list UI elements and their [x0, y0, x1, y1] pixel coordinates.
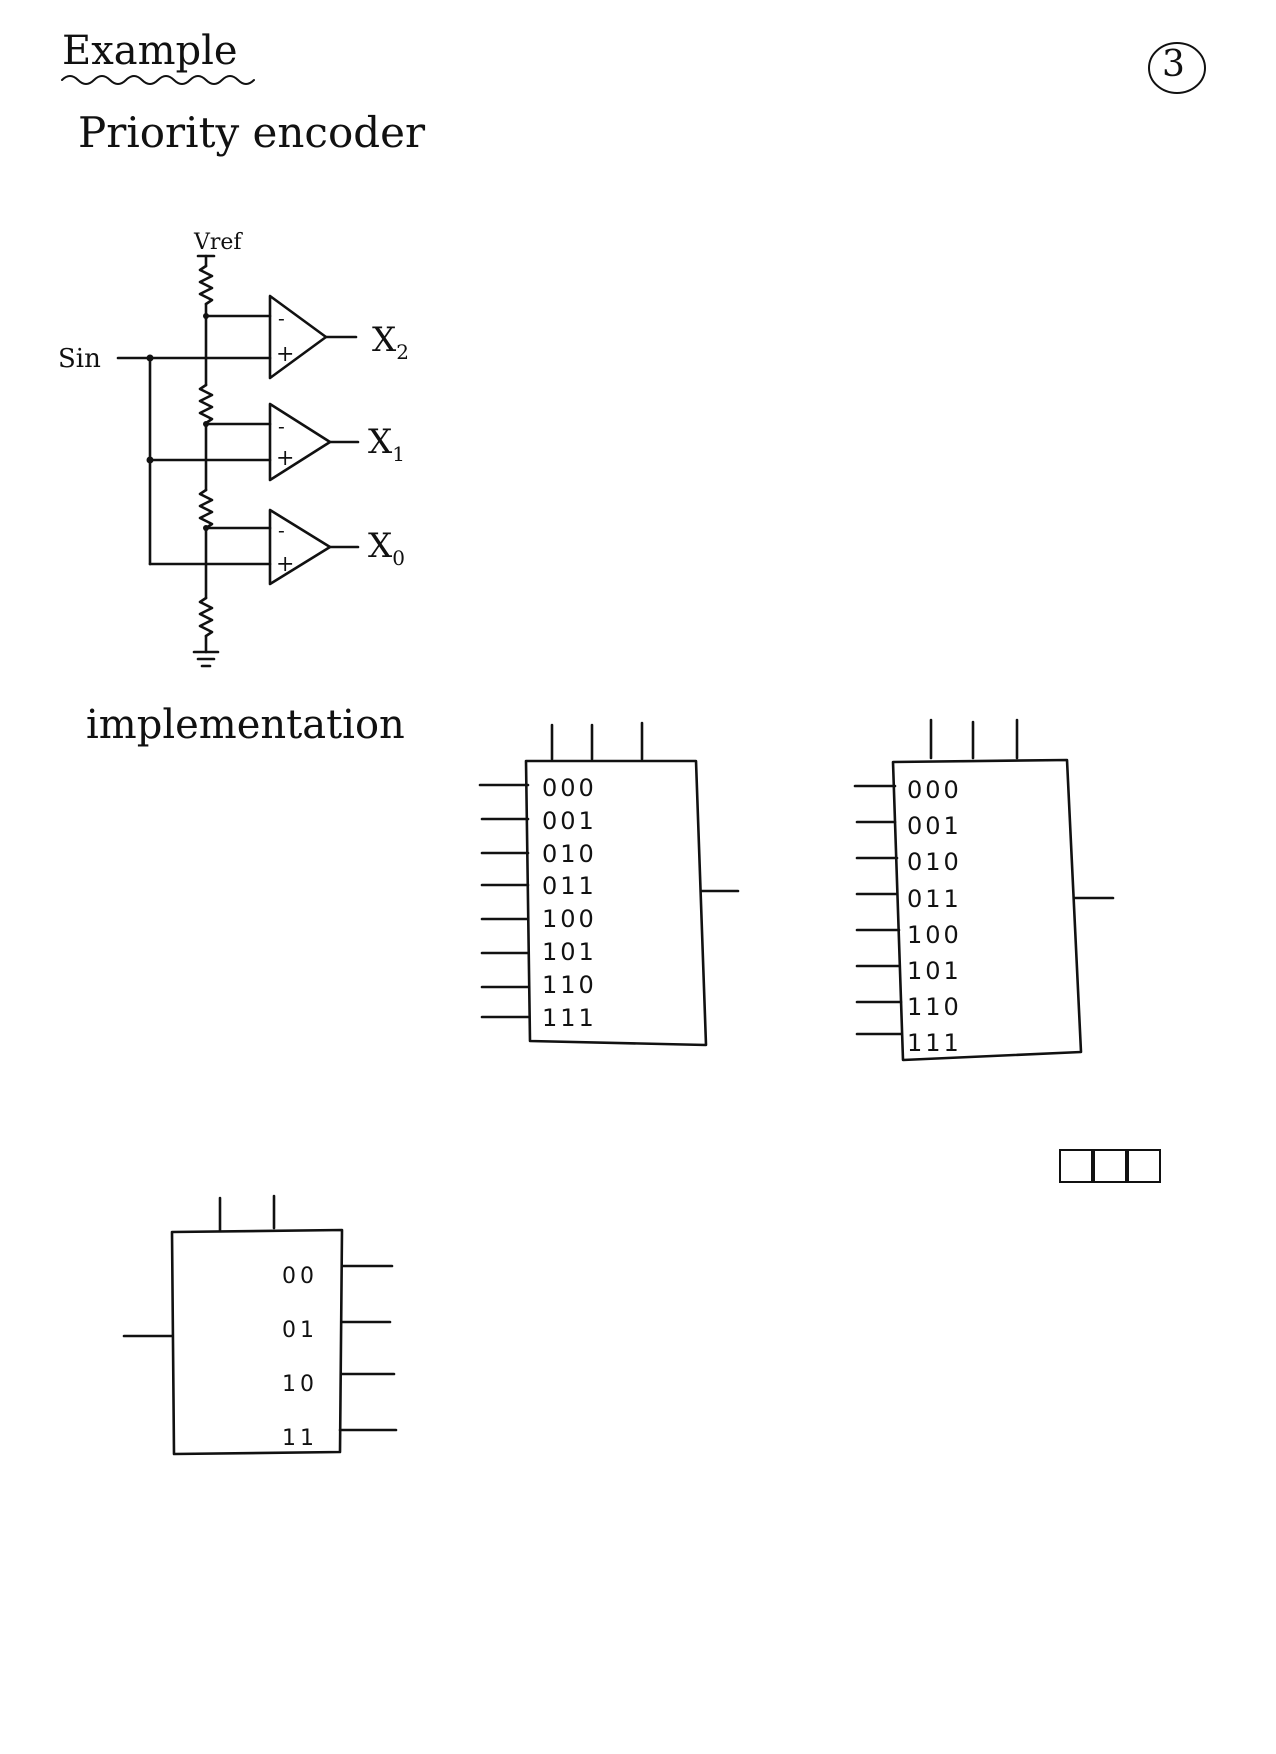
mux-b-code: 010 — [907, 848, 962, 877]
mux-b-codes: 000 001 010 011 100 101 110 111 — [907, 772, 962, 1062]
output-label-x0: X0 — [368, 526, 405, 570]
resistor-4 — [198, 596, 214, 638]
decoder-code: 01 — [282, 1318, 318, 1343]
heading-squiggle-underline — [61, 75, 255, 85]
decoder-code: 11 — [282, 1426, 318, 1451]
comparator-plus-1: + — [276, 446, 295, 471]
ground-symbol — [192, 650, 220, 668]
output-label-x2: X2 — [372, 320, 409, 364]
mux-a-code: 100 — [542, 905, 597, 934]
mux-b-code: 111 — [907, 1029, 962, 1058]
page-number: 3 — [1162, 44, 1185, 85]
page-title: Priority encoder — [78, 108, 426, 157]
mux-b-code: 001 — [907, 812, 962, 841]
implementation-label: implementation — [86, 702, 405, 748]
mux-a-code: 011 — [542, 872, 597, 901]
mux-b-code: 101 — [907, 957, 962, 986]
decoder-code: 00 — [282, 1264, 318, 1289]
mux-b-code: 000 — [907, 776, 962, 804]
mux-a-code: 001 — [542, 806, 597, 835]
comparator-minus-2: - — [278, 306, 285, 330]
mux-a-block — [478, 721, 740, 1047]
resistor-2 — [198, 383, 214, 425]
mux-b-block — [853, 718, 1115, 1062]
mux-a-code: 010 — [542, 839, 597, 868]
resistor-3 — [198, 488, 214, 530]
output-label-x1: X1 — [368, 422, 405, 466]
example-heading: Example — [62, 28, 238, 74]
page-number-circle — [1148, 42, 1206, 94]
vref-label: Vref — [194, 230, 242, 255]
mux-b-code: 011 — [907, 884, 962, 913]
three-empty-boxes — [1059, 1149, 1161, 1183]
mux-a-code: 110 — [542, 970, 597, 999]
flash-adc-circuit — [116, 254, 360, 668]
mux-b-code: 100 — [907, 920, 962, 949]
comparator-x1 — [268, 402, 332, 482]
mux-a-code: 111 — [542, 1003, 597, 1032]
comparator-x0 — [268, 508, 332, 586]
mux-b-code: 110 — [907, 993, 962, 1022]
decoder-codes: 00 01 10 11 — [282, 1250, 318, 1466]
comparator-x2 — [268, 294, 328, 380]
comparator-minus-0: - — [278, 518, 285, 542]
comparator-plus-2: + — [276, 342, 295, 367]
input-label: Sin — [58, 344, 101, 374]
resistor-1 — [198, 264, 214, 306]
mux-a-code: 000 — [542, 774, 597, 802]
mux-a-codes: 000 001 010 011 100 101 110 111 — [542, 772, 597, 1034]
comparator-minus-1: - — [278, 414, 285, 438]
mux-a-code: 101 — [542, 937, 597, 966]
decoder-block — [122, 1194, 398, 1456]
decoder-code: 10 — [282, 1372, 318, 1397]
